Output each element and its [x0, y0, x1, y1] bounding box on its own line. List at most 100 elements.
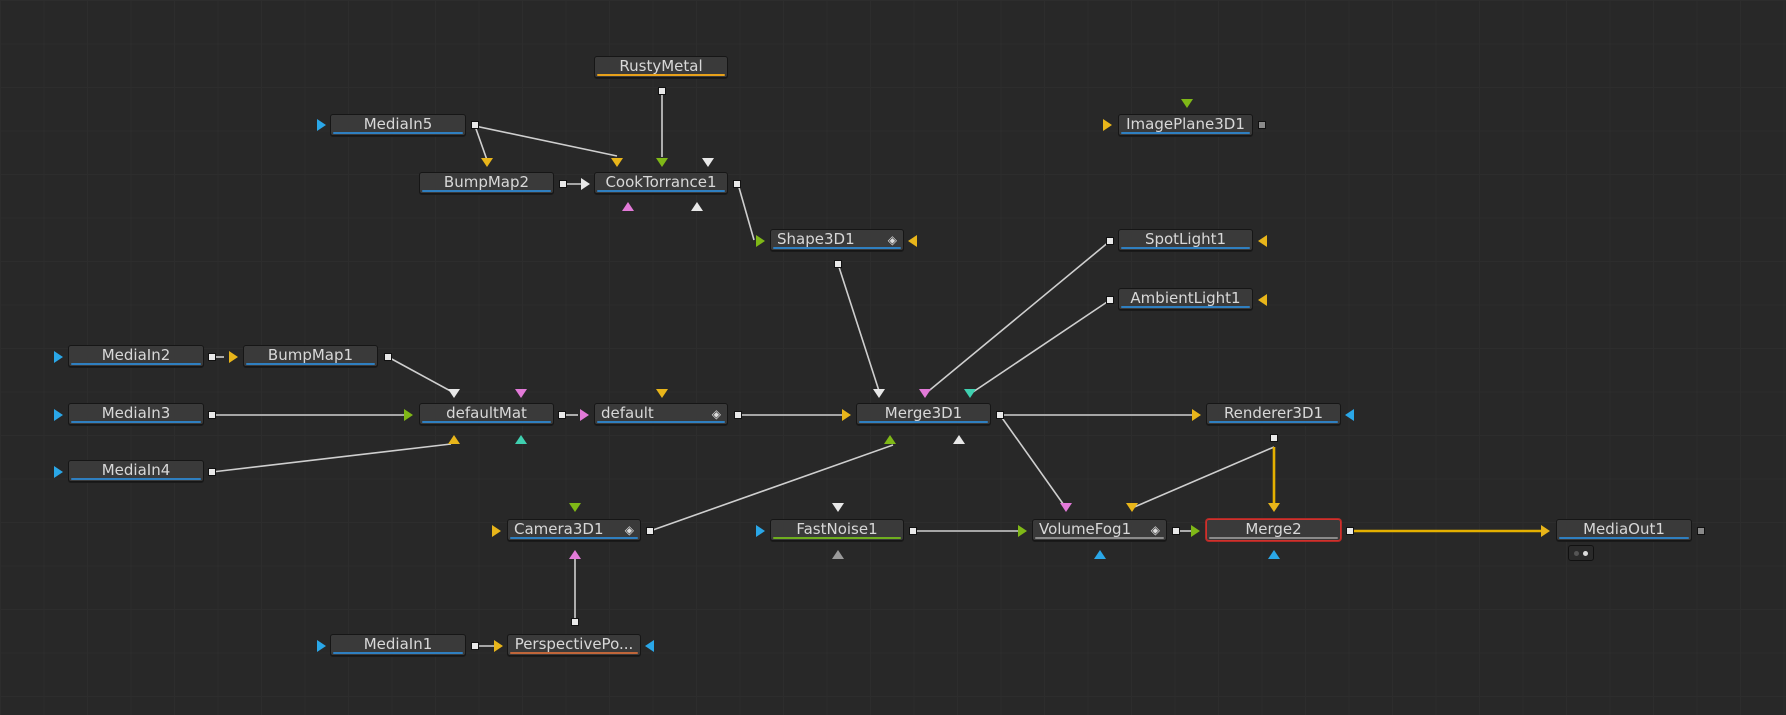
viewer-toggle-icon[interactable] [1568, 545, 1594, 561]
output-port[interactable] [1346, 527, 1354, 535]
input-arrow-icon[interactable] [494, 640, 503, 652]
input-arrow-icon[interactable] [622, 202, 634, 211]
input-arrow-icon[interactable] [964, 389, 976, 398]
output-port[interactable] [559, 180, 567, 188]
input-arrow-icon[interactable] [515, 389, 527, 398]
output-port[interactable] [1106, 296, 1114, 304]
input-arrow-icon[interactable] [1126, 503, 1138, 512]
input-arrow-icon[interactable] [919, 389, 931, 398]
node-mediain2[interactable]: MediaIn2 [68, 345, 204, 367]
node-renderer3d1[interactable]: Renderer3D1 [1206, 403, 1341, 425]
node-mediain4[interactable]: MediaIn4 [68, 460, 204, 482]
input-arrow-icon[interactable] [448, 435, 460, 444]
output-port[interactable] [208, 411, 216, 419]
output-port[interactable] [208, 353, 216, 361]
view-3d-icon[interactable]: ◈ [887, 233, 897, 247]
input-arrow-icon[interactable] [1258, 294, 1267, 306]
input-arrow-icon[interactable] [756, 235, 765, 247]
output-port[interactable] [1106, 237, 1114, 245]
node-merge2[interactable]: Merge2 [1206, 519, 1341, 541]
node-default[interactable]: default◈ [594, 403, 728, 425]
input-arrow-icon[interactable] [656, 158, 668, 167]
input-arrow-icon[interactable] [580, 409, 589, 421]
output-port[interactable] [1258, 121, 1266, 129]
input-arrow-icon[interactable] [229, 351, 238, 363]
node-camera3d1[interactable]: Camera3D1◈ [507, 519, 641, 541]
input-arrow-icon[interactable] [873, 389, 885, 398]
input-arrow-icon[interactable] [884, 435, 896, 444]
output-port[interactable] [558, 411, 566, 419]
node-ambientlight1[interactable]: AmbientLight1 [1118, 288, 1253, 310]
input-arrow-icon[interactable] [691, 202, 703, 211]
input-arrow-icon[interactable] [1094, 550, 1106, 559]
node-mediain1[interactable]: MediaIn1 [330, 634, 466, 656]
node-mediain3[interactable]: MediaIn3 [68, 403, 204, 425]
input-arrow-icon[interactable] [1258, 235, 1267, 247]
node-mediaout1[interactable]: MediaOut1 [1556, 519, 1692, 541]
output-port[interactable] [834, 260, 842, 268]
node-mediain5[interactable]: MediaIn5 [330, 114, 466, 136]
input-arrow-icon[interactable] [581, 178, 590, 190]
output-port[interactable] [733, 180, 741, 188]
output-port[interactable] [734, 411, 742, 419]
output-port[interactable] [384, 353, 392, 361]
input-arrow-icon[interactable] [1060, 503, 1072, 512]
output-port[interactable] [658, 87, 666, 95]
input-arrow-icon[interactable] [492, 525, 501, 537]
output-port[interactable] [1270, 434, 1278, 442]
node-defaultmat[interactable]: defaultMat [419, 403, 554, 425]
output-port[interactable] [646, 527, 654, 535]
node-bumpmap2[interactable]: BumpMap2 [419, 172, 554, 194]
input-arrow-icon[interactable] [645, 640, 654, 652]
output-port[interactable] [1697, 527, 1705, 535]
node-perspectivepositioner[interactable]: PerspectivePo... [507, 634, 641, 656]
input-arrow-icon[interactable] [756, 525, 765, 537]
output-port[interactable] [571, 618, 579, 626]
input-arrow-icon[interactable] [1268, 550, 1280, 559]
output-port[interactable] [471, 121, 479, 129]
input-arrow-icon[interactable] [832, 550, 844, 559]
input-arrow-icon[interactable] [1181, 99, 1193, 108]
output-port[interactable] [208, 468, 216, 476]
input-arrow-icon[interactable] [54, 409, 63, 421]
input-arrow-icon[interactable] [569, 550, 581, 559]
input-arrow-icon[interactable] [481, 158, 493, 167]
input-arrow-icon[interactable] [842, 409, 851, 421]
node-bumpmap1[interactable]: BumpMap1 [243, 345, 378, 367]
input-arrow-icon[interactable] [953, 435, 965, 444]
input-arrow-icon[interactable] [404, 409, 413, 421]
input-arrow-icon[interactable] [832, 503, 844, 512]
input-arrow-icon[interactable] [1268, 503, 1280, 512]
input-arrow-icon[interactable] [54, 466, 63, 478]
output-port[interactable] [909, 527, 917, 535]
input-arrow-icon[interactable] [908, 235, 917, 247]
node-cooktorrance1[interactable]: CookTorrance1 [594, 172, 728, 194]
input-arrow-icon[interactable] [656, 389, 668, 398]
input-arrow-icon[interactable] [515, 435, 527, 444]
output-port[interactable] [1172, 527, 1180, 535]
input-arrow-icon[interactable] [317, 119, 326, 131]
node-spotlight1[interactable]: SpotLight1 [1118, 229, 1253, 251]
input-arrow-icon[interactable] [1192, 409, 1201, 421]
input-arrow-icon[interactable] [1345, 409, 1354, 421]
node-shape3d1[interactable]: Shape3D1◈ [770, 229, 904, 251]
input-arrow-icon[interactable] [1191, 525, 1200, 537]
input-arrow-icon[interactable] [1541, 525, 1550, 537]
input-arrow-icon[interactable] [1103, 119, 1112, 131]
node-fastnoise1[interactable]: FastNoise1 [770, 519, 904, 541]
view-3d-icon[interactable]: ◈ [1150, 523, 1160, 537]
input-arrow-icon[interactable] [54, 351, 63, 363]
input-arrow-icon[interactable] [702, 158, 714, 167]
input-arrow-icon[interactable] [1018, 525, 1027, 537]
input-arrow-icon[interactable] [569, 503, 581, 512]
node-merge3d1[interactable]: Merge3D1 [856, 403, 991, 425]
node-volumefog1[interactable]: VolumeFog1◈ [1032, 519, 1167, 541]
input-arrow-icon[interactable] [448, 389, 460, 398]
output-port[interactable] [471, 642, 479, 650]
output-port[interactable] [996, 411, 1004, 419]
input-arrow-icon[interactable] [317, 640, 326, 652]
node-imageplane3d1[interactable]: ImagePlane3D1 [1118, 114, 1253, 136]
node-rustymetal[interactable]: RustyMetal [594, 56, 728, 78]
input-arrow-icon[interactable] [611, 158, 623, 167]
